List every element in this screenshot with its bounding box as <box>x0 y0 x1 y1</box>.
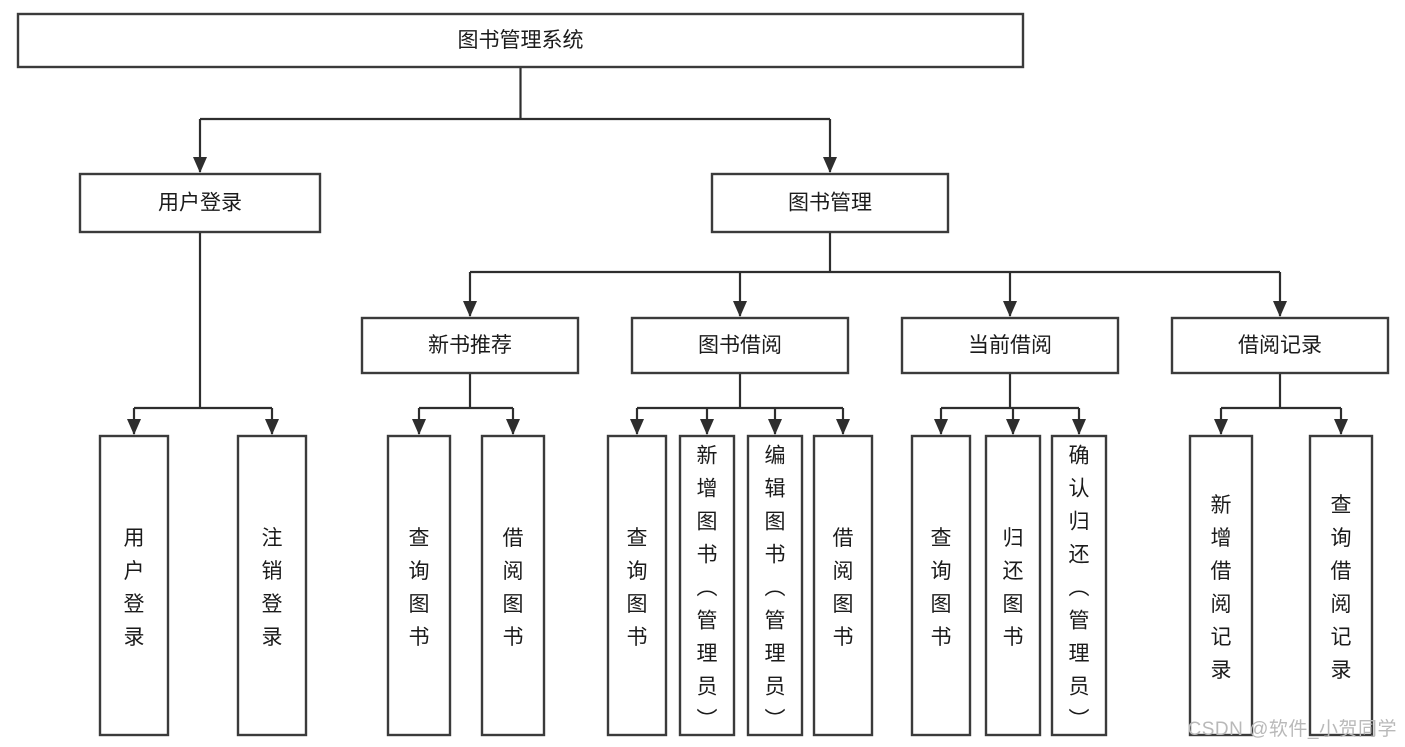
node-label-leaf-borrow-book-1: 借阅图书 <box>503 527 524 649</box>
arrow-head <box>1003 301 1017 317</box>
node-box-book-manage[interactable] <box>710 172 950 234</box>
node-new-book-recommend[interactable]: 新书推荐 <box>360 316 580 375</box>
node-box-leaf-return-book[interactable] <box>984 434 1042 737</box>
node-label-leaf-confirm-return: 确认归还︵管理员︶ <box>1069 445 1090 732</box>
arrow-head <box>823 157 837 173</box>
arrow-head <box>700 419 714 435</box>
node-leaf-edit-book[interactable]: 编辑图书︵管理员︶ <box>746 434 804 737</box>
arrow-head <box>768 419 782 435</box>
arrow-head <box>412 419 426 435</box>
node-leaf-confirm-return[interactable]: 确认归还︵管理员︶ <box>1050 434 1108 737</box>
node-box-borrow-record[interactable] <box>1170 316 1390 375</box>
node-label-leaf-return-book: 归还图书 <box>1003 527 1024 649</box>
node-box-leaf-user-login[interactable] <box>98 434 170 737</box>
node-label-root: 图书管理系统 <box>458 29 584 52</box>
node-leaf-query-book-2[interactable]: 查询图书 <box>606 434 668 737</box>
arrow-head <box>1072 419 1086 435</box>
node-label-user-login: 用户登录 <box>158 192 242 215</box>
node-leaf-query-book-3[interactable]: 查询图书 <box>910 434 972 737</box>
node-label-new-book-recommend: 新书推荐 <box>428 334 512 357</box>
node-leaf-return-book[interactable]: 归还图书 <box>984 434 1042 737</box>
node-label-leaf-query-book-3: 查询图书 <box>931 527 952 649</box>
node-root[interactable]: 图书管理系统 <box>16 12 1025 69</box>
watermark-text: CSDN @软件_小贺同学 <box>1187 719 1397 740</box>
arrow-head <box>463 301 477 317</box>
node-leaf-user-login[interactable]: 用户登录 <box>98 434 170 737</box>
node-box-root[interactable] <box>16 12 1025 69</box>
node-user-login[interactable]: 用户登录 <box>78 172 322 234</box>
node-leaf-borrow-book-1[interactable]: 借阅图书 <box>480 434 546 737</box>
node-box-leaf-query-book-3[interactable] <box>910 434 972 737</box>
node-leaf-add-borrow-record[interactable]: 新增借阅记录 <box>1188 434 1254 737</box>
arrow-head <box>127 419 141 435</box>
arrow-head <box>1006 419 1020 435</box>
arrow-head <box>934 419 948 435</box>
node-box-leaf-query-book-1[interactable] <box>386 434 452 737</box>
node-box-new-book-recommend[interactable] <box>360 316 580 375</box>
node-leaf-query-borrow-record[interactable]: 查询借阅记录 <box>1308 434 1374 737</box>
node-leaf-query-book-1[interactable]: 查询图书 <box>386 434 452 737</box>
node-label-current-borrow: 当前借阅 <box>968 334 1052 357</box>
node-box-leaf-logout-login[interactable] <box>236 434 308 737</box>
node-leaf-logout-login[interactable]: 注销登录 <box>236 434 308 737</box>
node-box-current-borrow[interactable] <box>900 316 1120 375</box>
node-box-leaf-confirm-return[interactable] <box>1050 434 1108 737</box>
node-box-leaf-borrow-book-1[interactable] <box>480 434 546 737</box>
node-label-borrow-record: 借阅记录 <box>1238 334 1322 357</box>
arrow-head <box>265 419 279 435</box>
node-label-leaf-add-borrow-record: 新增借阅记录 <box>1211 494 1232 682</box>
arrow-head <box>193 157 207 173</box>
node-box-user-login[interactable] <box>78 172 322 234</box>
node-current-borrow[interactable]: 当前借阅 <box>900 316 1120 375</box>
node-label-leaf-query-book-2: 查询图书 <box>627 527 648 649</box>
node-label-book-manage: 图书管理 <box>788 192 872 215</box>
node-label-leaf-borrow-book-2: 借阅图书 <box>833 527 854 649</box>
node-box-leaf-borrow-book-2[interactable] <box>812 434 874 737</box>
node-label-leaf-query-book-1: 查询图书 <box>409 527 430 649</box>
arrow-head <box>733 301 747 317</box>
connectors-layer <box>127 67 1348 435</box>
node-box-leaf-query-book-2[interactable] <box>606 434 668 737</box>
arrow-head <box>1334 419 1348 435</box>
node-book-borrow[interactable]: 图书借阅 <box>630 316 850 375</box>
node-label-leaf-logout-login: 注销登录 <box>262 527 283 649</box>
node-box-book-borrow[interactable] <box>630 316 850 375</box>
node-leaf-borrow-book-2[interactable]: 借阅图书 <box>812 434 874 737</box>
node-box-leaf-add-book[interactable] <box>678 434 736 737</box>
node-label-leaf-add-book: 新增图书︵管理员︶ <box>697 445 718 732</box>
node-label-leaf-edit-book: 编辑图书︵管理员︶ <box>765 445 786 732</box>
arrow-head <box>630 419 644 435</box>
arrow-head <box>836 419 850 435</box>
arrow-head <box>506 419 520 435</box>
node-book-manage[interactable]: 图书管理 <box>710 172 950 234</box>
node-label-leaf-user-login: 用户登录 <box>124 527 145 649</box>
node-box-leaf-edit-book[interactable] <box>746 434 804 737</box>
node-box-leaf-add-borrow-record[interactable] <box>1188 434 1254 737</box>
node-leaf-add-book[interactable]: 新增图书︵管理员︶ <box>678 434 736 737</box>
node-label-leaf-query-borrow-record: 查询借阅记录 <box>1331 494 1352 682</box>
arrow-head <box>1273 301 1287 317</box>
node-borrow-record[interactable]: 借阅记录 <box>1170 316 1390 375</box>
nodes-layer: 图书管理系统用户登录图书管理新书推荐图书借阅当前借阅借阅记录用户登录注销登录查询… <box>16 12 1390 737</box>
arrow-head <box>1214 419 1228 435</box>
node-box-leaf-query-borrow-record[interactable] <box>1308 434 1374 737</box>
node-label-book-borrow: 图书借阅 <box>698 334 782 357</box>
